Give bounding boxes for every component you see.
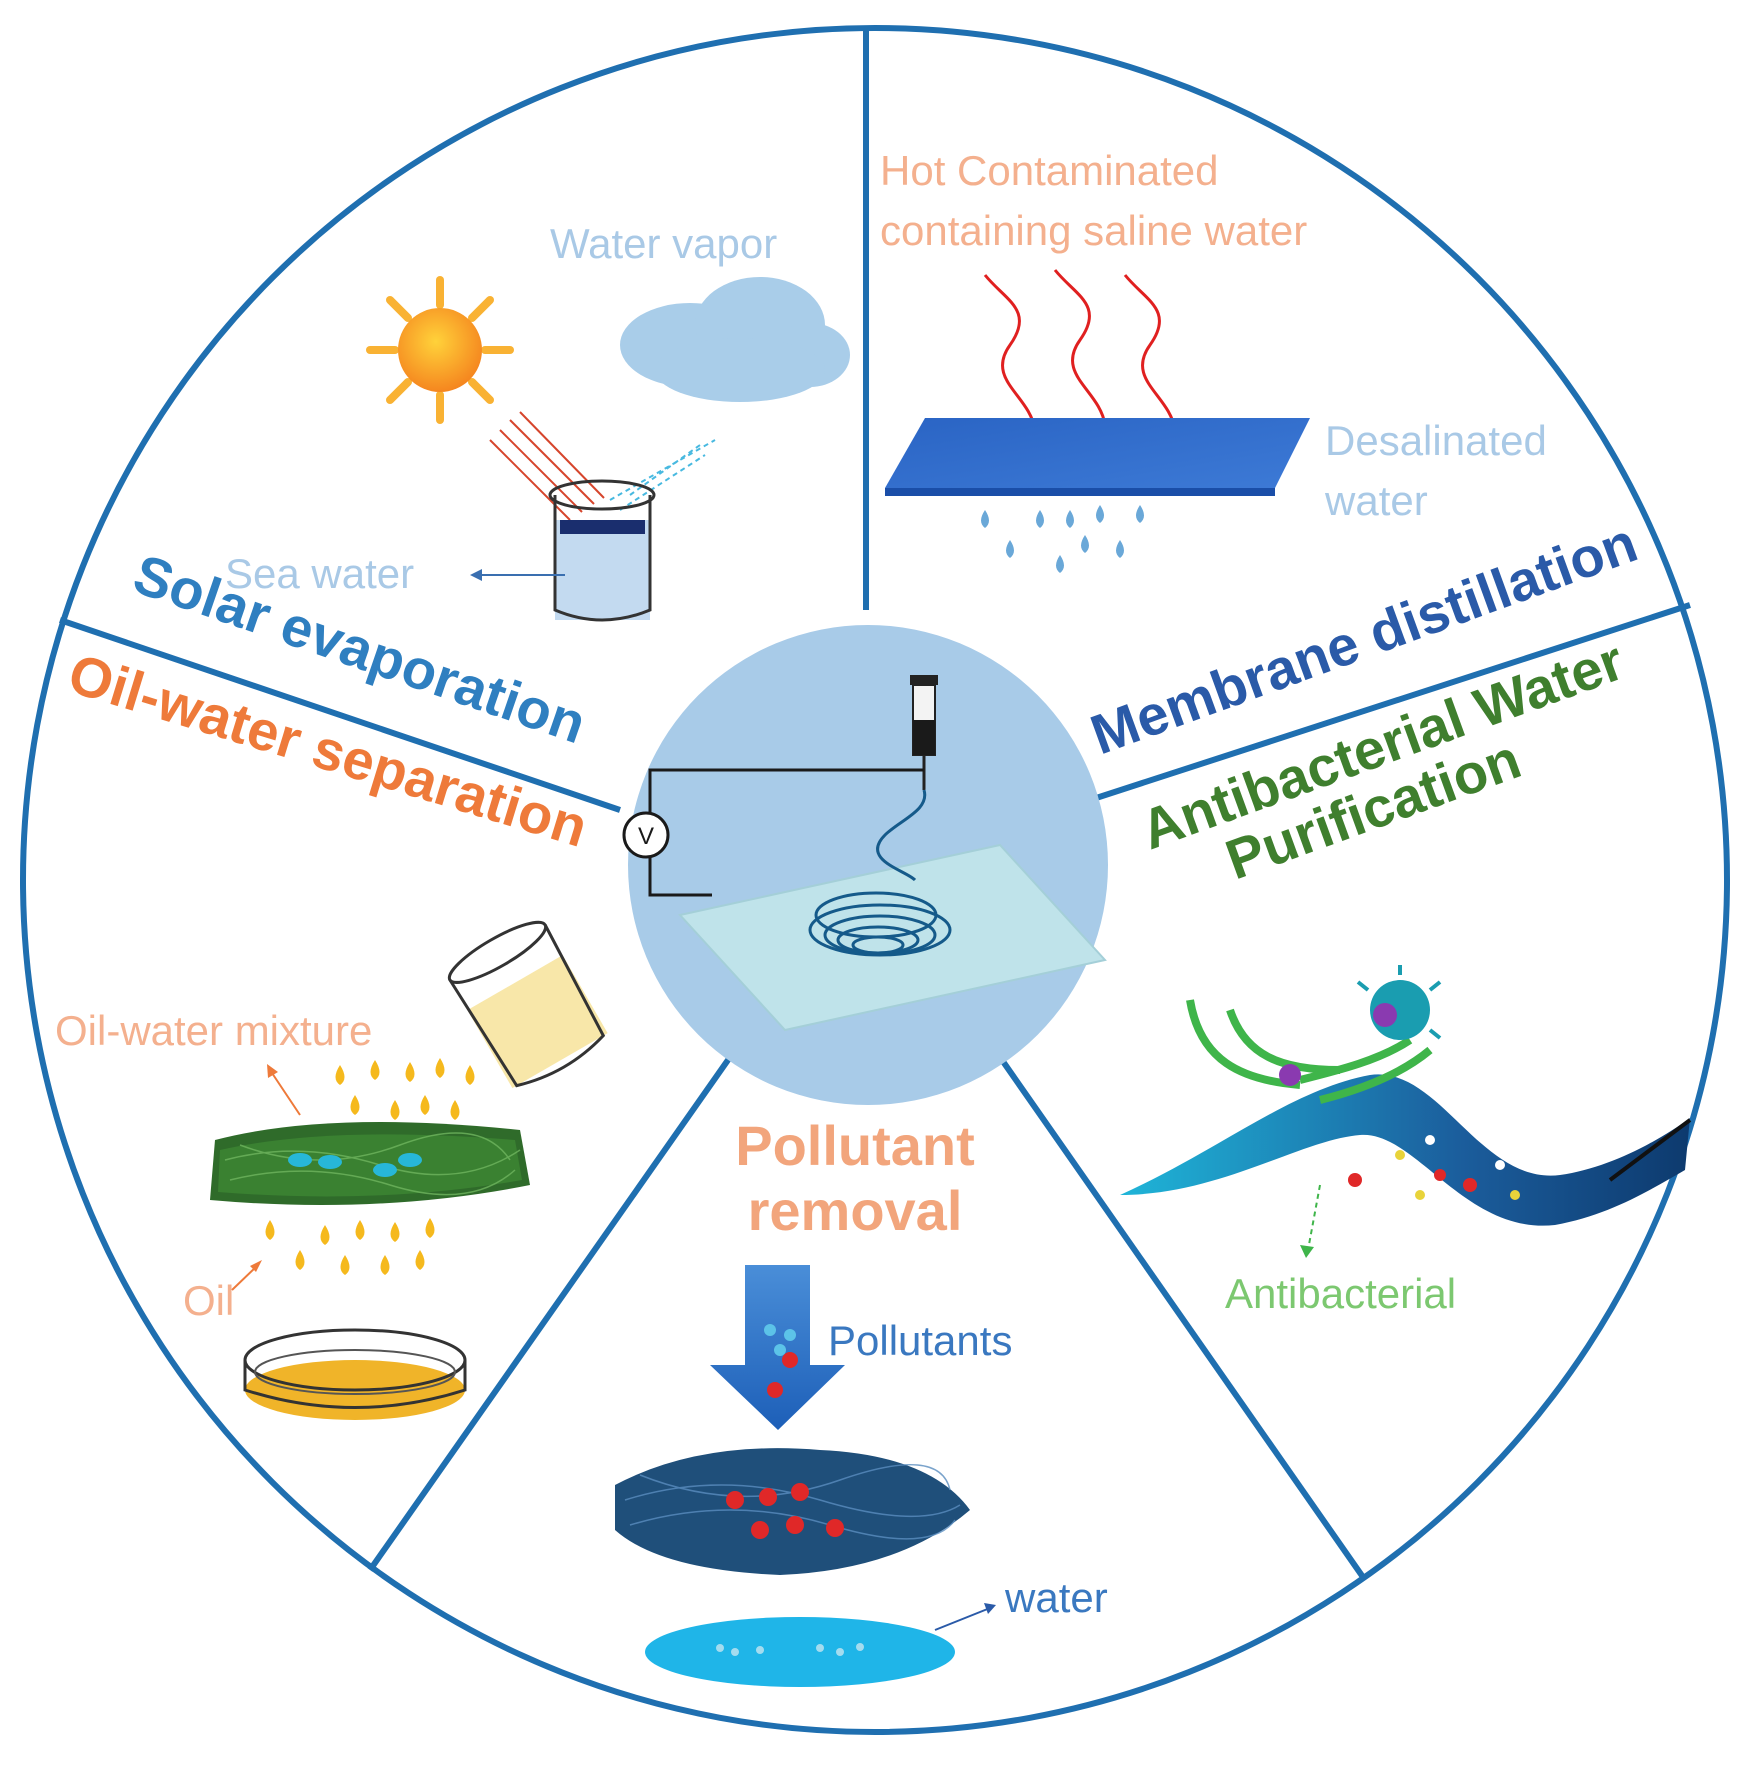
antibac-sector: Antibacterial Water Purification bbox=[1120, 628, 1692, 1317]
sea-water-arrow bbox=[470, 569, 565, 581]
antibacterial-arrow bbox=[1300, 1184, 1321, 1258]
cloud-icon bbox=[620, 277, 850, 402]
sun-rays bbox=[489, 411, 605, 521]
hot-contaminated-line1: Hot Contaminated bbox=[880, 147, 1219, 194]
sector-dividers bbox=[59, 30, 1691, 1582]
hot-contaminated-line2: containing saline water bbox=[880, 207, 1307, 254]
electrospinning-center: V bbox=[622, 625, 1108, 1105]
water-label: water bbox=[1004, 1574, 1108, 1621]
droplet-icons bbox=[981, 505, 1144, 573]
antibacterial-membrane bbox=[1120, 1074, 1692, 1226]
water-vapor-label: Water vapor bbox=[550, 220, 777, 267]
voltmeter-label: V bbox=[638, 823, 654, 850]
oil-water-mixture-label: Oil-water mixture bbox=[55, 1007, 372, 1054]
beaker-icon bbox=[548, 479, 656, 622]
virus-icon bbox=[1279, 1064, 1301, 1086]
pollutant-title-line1: Pollutant bbox=[735, 1114, 975, 1177]
mixture-arrow bbox=[267, 1064, 301, 1116]
pollutant-sector: Pollutant removal Pollutants bbox=[615, 1114, 1108, 1687]
vapor-arrows bbox=[609, 439, 716, 511]
green-arrows bbox=[1186, 999, 1433, 1104]
antibacterial-label: Antibacterial bbox=[1225, 1270, 1456, 1317]
fiber-coil bbox=[808, 789, 952, 957]
mixture-droplets bbox=[335, 1058, 475, 1120]
bacteria-icon bbox=[1356, 965, 1442, 1040]
down-arrow-icon bbox=[710, 1265, 845, 1430]
oil-droplets bbox=[265, 1218, 435, 1275]
outer-ring bbox=[20, 25, 1730, 1735]
syringe-icon bbox=[910, 675, 938, 790]
water-arrow bbox=[934, 1603, 996, 1631]
membrane-plate bbox=[885, 418, 1310, 496]
sea-water-label: Sea water bbox=[225, 550, 414, 597]
oil-label: Oil bbox=[183, 1277, 234, 1324]
oil-arrow bbox=[231, 1260, 262, 1291]
petri-dish-icon bbox=[243, 1328, 467, 1420]
oil-fiber-mat bbox=[210, 1122, 530, 1205]
pollutant-title-line2: removal bbox=[748, 1179, 963, 1242]
voltmeter-icon bbox=[622, 811, 670, 859]
pollutant-fiber-mat bbox=[615, 1448, 970, 1575]
sun-icon bbox=[366, 276, 514, 424]
pollutants-label: Pollutants bbox=[828, 1317, 1012, 1364]
desalinated-line1: Desalinated bbox=[1325, 417, 1547, 464]
heat-wave-icons bbox=[983, 269, 1177, 431]
water-puddle bbox=[645, 1617, 955, 1687]
pouring-beaker-icon bbox=[447, 920, 608, 1089]
desalinated-line2: water bbox=[1324, 477, 1428, 524]
